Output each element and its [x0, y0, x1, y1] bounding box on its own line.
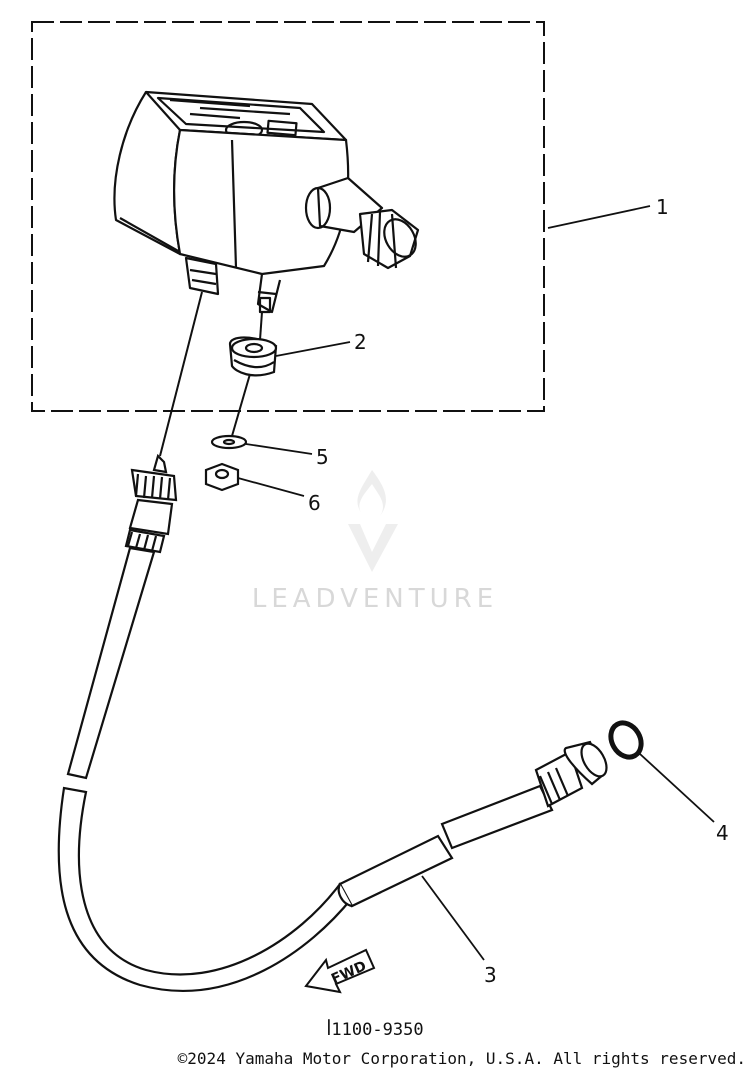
watermark-logo — [348, 470, 398, 572]
callout-3: 3 — [484, 963, 497, 987]
speedometer-assembly — [113, 90, 420, 314]
callout-4: 4 — [716, 821, 729, 845]
speedometer-cable — [57, 453, 608, 992]
leader-lines — [237, 205, 715, 961]
callout-6: 6 — [308, 491, 321, 515]
small-parts — [204, 336, 278, 492]
o-ring — [608, 720, 644, 760]
reference-code: ꟾ1100-9350 — [326, 1020, 424, 1040]
watermark-text: LEADVENTURE — [251, 584, 499, 614]
fwd-arrow-icon: FWD — [304, 948, 376, 994]
assembly-boundary — [31, 21, 545, 412]
axis-lines — [159, 291, 263, 457]
copyright-notice: ©2024 Yamaha Motor Corporation, U.S.A. A… — [177, 1049, 746, 1068]
callout-2: 2 — [354, 330, 367, 354]
callout-5: 5 — [316, 445, 329, 469]
callout-1: 1 — [656, 195, 669, 219]
